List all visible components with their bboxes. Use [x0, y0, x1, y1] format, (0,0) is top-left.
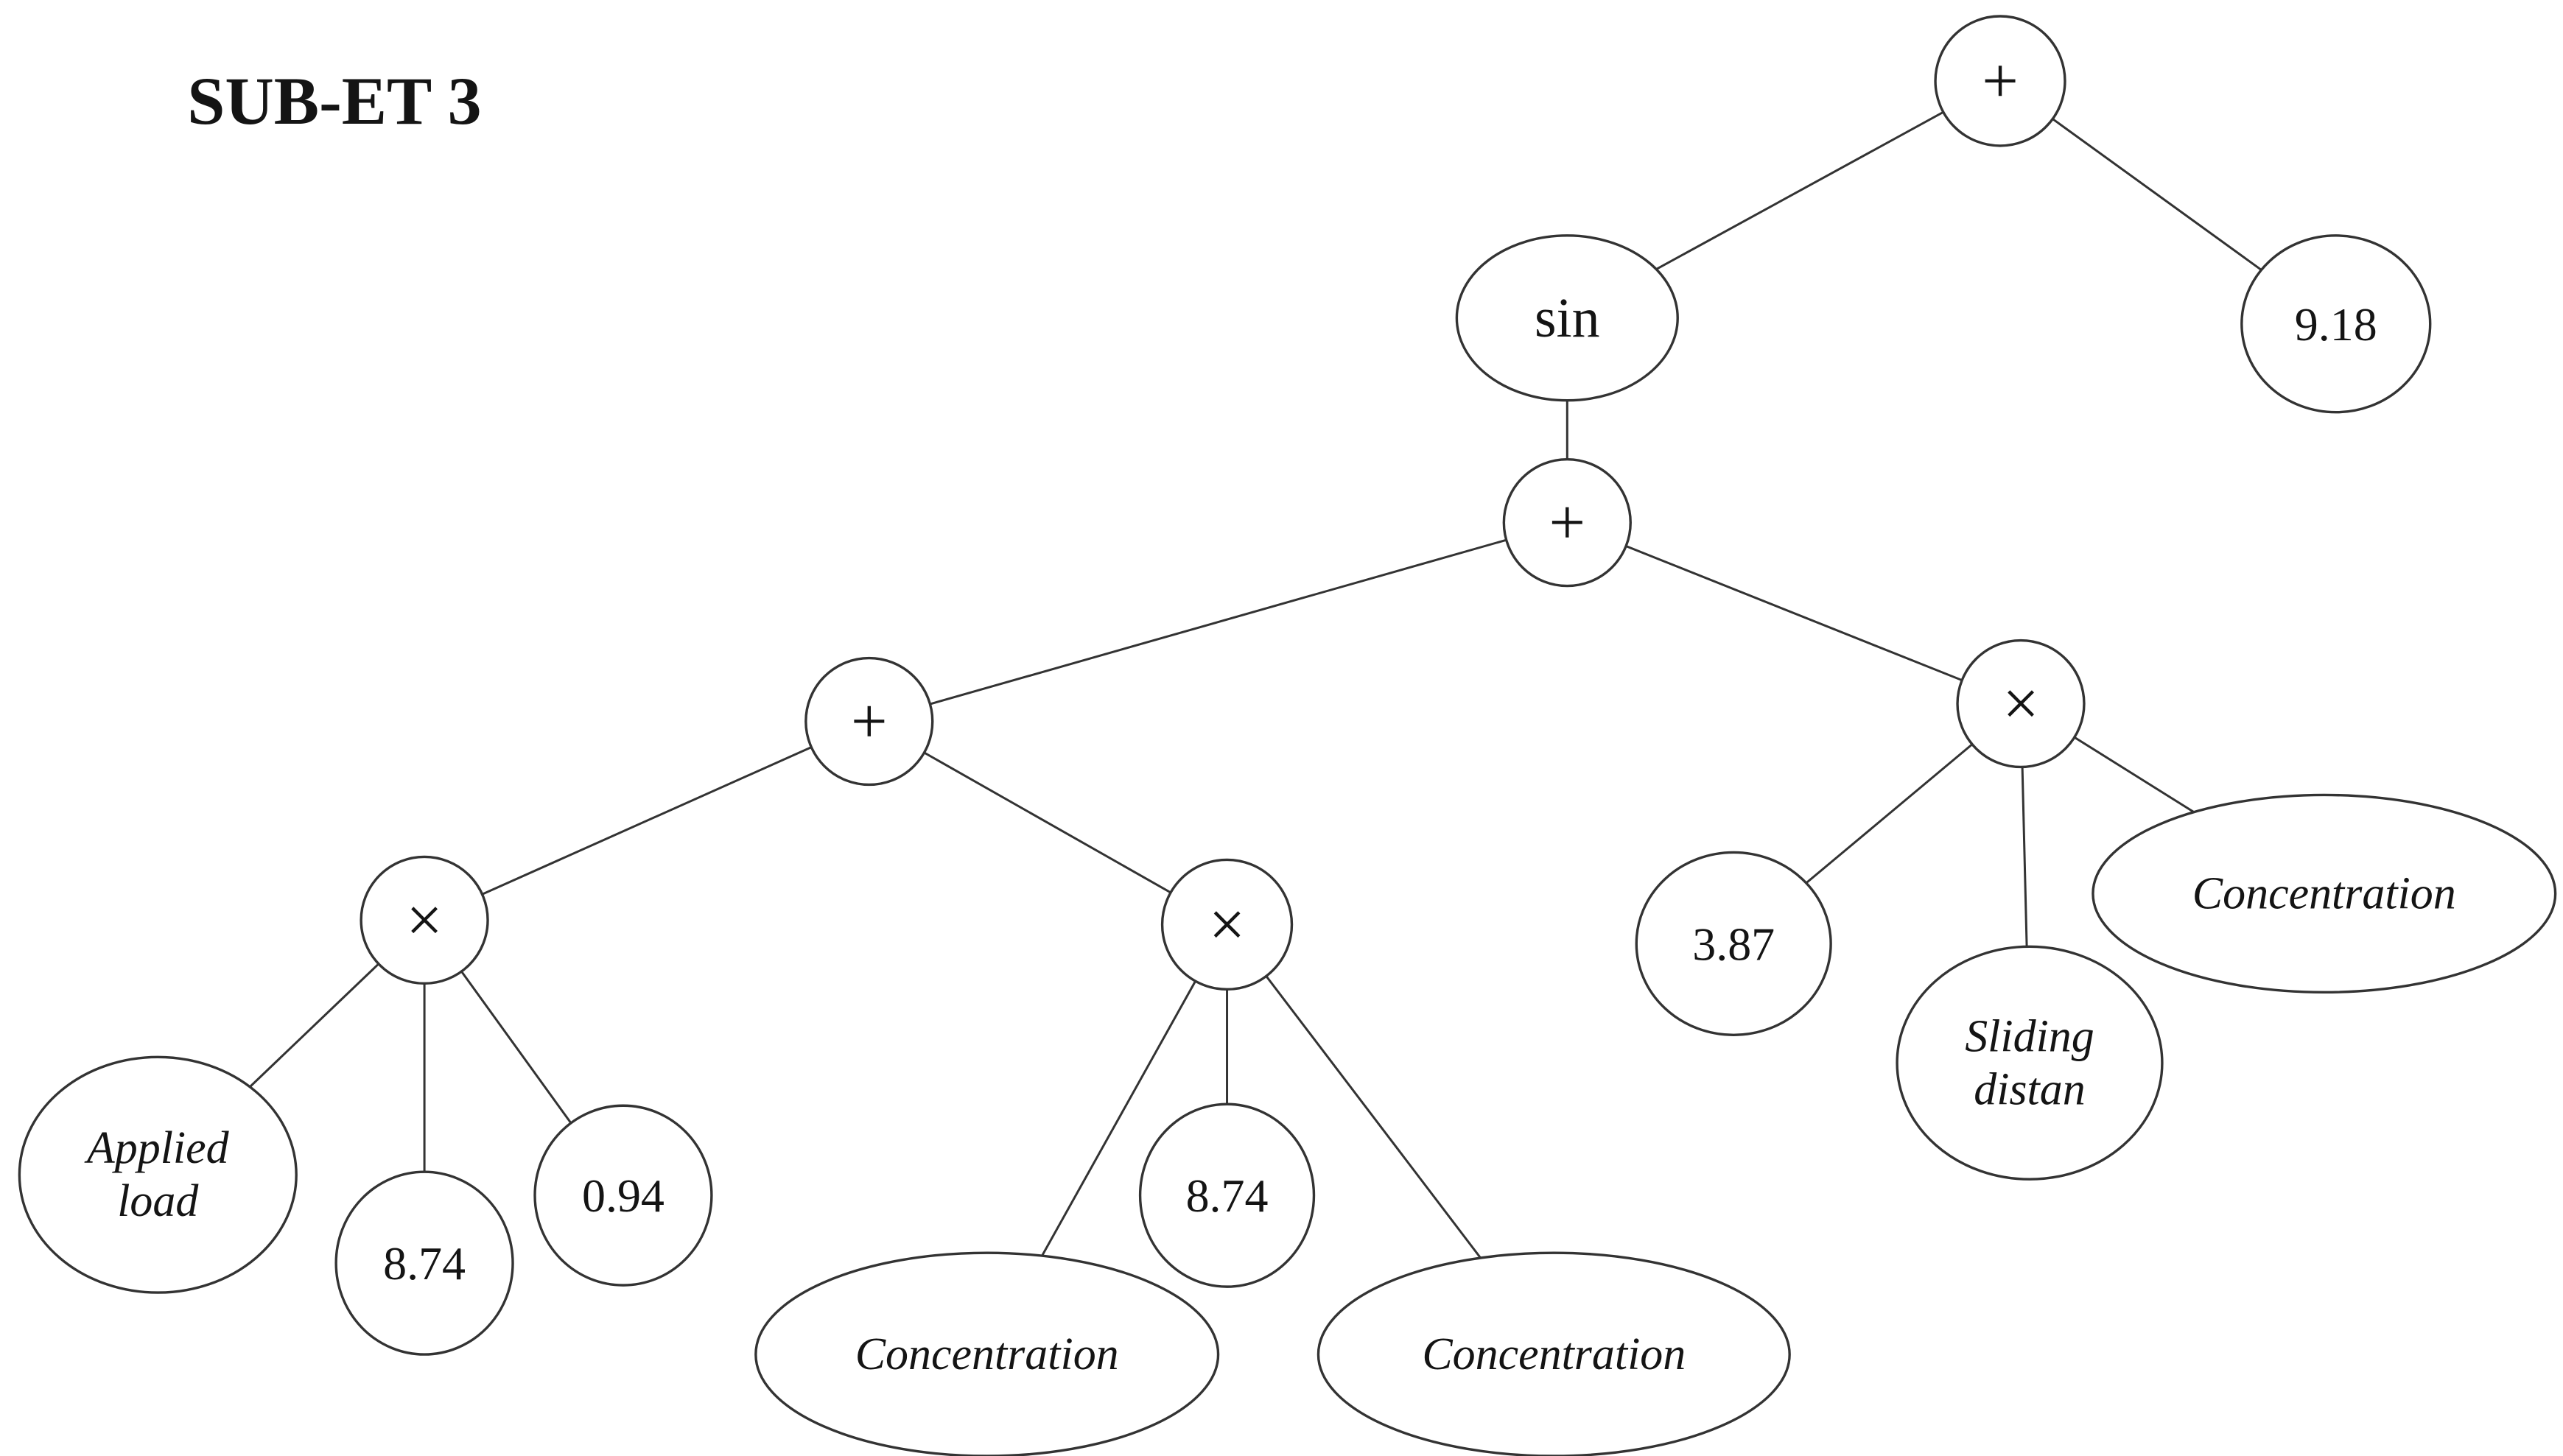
edge-plus-left-times-left [424, 720, 870, 921]
node-times-mid: × [1160, 858, 1294, 991]
node-const-8-74-a: 8.74 [334, 1170, 514, 1356]
node-plus-left: + [804, 656, 934, 787]
node-shape [1934, 15, 2066, 147]
node-shape [754, 1251, 1220, 1456]
node-shape [1502, 457, 1632, 588]
node-shape [2240, 234, 2432, 414]
node-times-right: × [1956, 639, 2086, 769]
node-shape [533, 1104, 713, 1287]
node-times-left: × [360, 855, 489, 985]
node-concentration-2: Concentration [1316, 1251, 1791, 1456]
node-label: + [851, 686, 888, 757]
node-sin: sin [1455, 234, 1679, 402]
node-shape [1138, 1102, 1316, 1288]
node-shape [360, 855, 489, 985]
node-shape [2092, 793, 2557, 994]
node-label: + [1549, 487, 1586, 558]
node-plus-mid: + [1502, 457, 1632, 588]
node-label: × [406, 884, 443, 956]
node-const-0-94: 0.94 [533, 1104, 713, 1287]
node-shape [18, 1055, 298, 1294]
node-label: Concentration [855, 1329, 1119, 1379]
diagram-title: SUB-ET 3 [187, 63, 481, 138]
node-label: sin [1535, 287, 1600, 349]
node-const-8-74-b: 8.74 [1138, 1102, 1316, 1288]
node-label: + [1982, 45, 2019, 116]
edge-plus-mid-times-right [1566, 521, 2022, 705]
node-shape [804, 656, 934, 787]
node-label: 8.74 [1186, 1170, 1269, 1222]
node-plus-root: + [1934, 15, 2066, 147]
edge-plus-mid-plus-left [869, 521, 1568, 722]
node-label: 9.18 [2295, 298, 2377, 350]
node-concentration-3: Concentration [2092, 793, 2557, 994]
node-shape [1316, 1251, 1791, 1456]
node-label: × [2002, 668, 2039, 739]
node-shape [1896, 945, 2164, 1181]
node-label: 0.94 [582, 1170, 665, 1222]
node-shape [1160, 858, 1294, 991]
node-const-9-18: 9.18 [2240, 234, 2432, 414]
node-const-3-87: 3.87 [1635, 851, 1832, 1036]
node-label: × [1209, 889, 1246, 960]
node-shape [1956, 639, 2086, 769]
node-label: Concentration [1422, 1329, 1686, 1379]
node-shape [1455, 234, 1679, 402]
node-label: 8.74 [383, 1237, 466, 1290]
node-label: 3.87 [1692, 918, 1775, 970]
node-concentration-1: Concentration [754, 1251, 1220, 1456]
node-shape [1635, 851, 1832, 1036]
node-label: Concentration [2192, 868, 2456, 918]
edge-plus-left-times-mid [869, 720, 1228, 926]
node-shape [334, 1170, 514, 1356]
